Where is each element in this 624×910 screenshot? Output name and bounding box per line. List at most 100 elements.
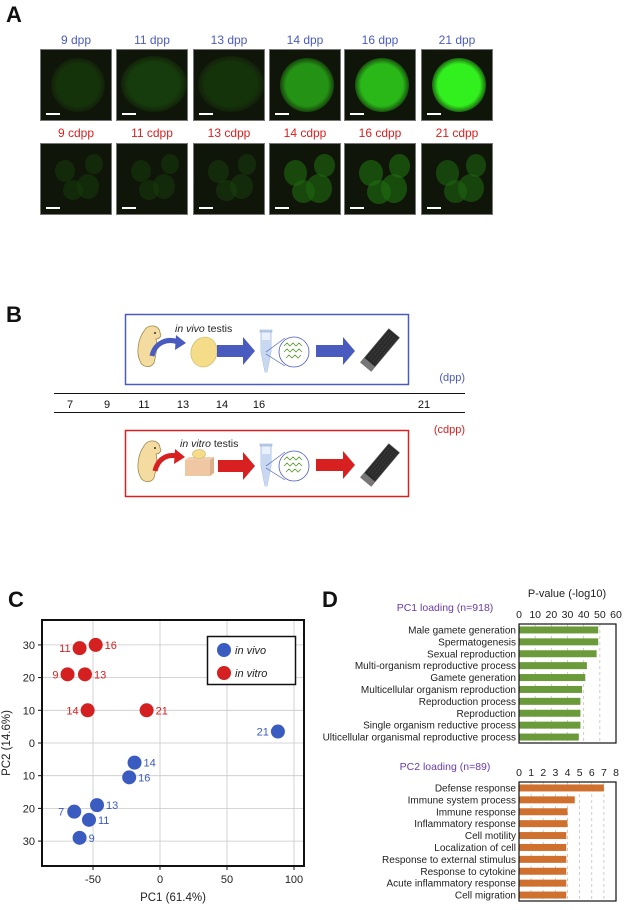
category-label: Multicellular organism reproduction	[361, 685, 516, 696]
point-label: 7	[58, 807, 64, 819]
x-tick-label: 50	[594, 609, 606, 621]
scale-bar	[275, 113, 289, 115]
micrograph-label: 14 cdpp	[283, 126, 327, 140]
in-vivo-point	[127, 755, 142, 770]
testis-fragment	[284, 160, 308, 186]
bar	[519, 855, 567, 863]
point-label: 9	[89, 833, 95, 845]
legend-label: in vivo	[235, 645, 266, 657]
x-axis-label: PC1 (61.4%)	[140, 892, 206, 904]
plot-frame	[41, 619, 305, 867]
testis-fragment	[292, 180, 316, 204]
arrow-icon	[316, 451, 355, 479]
testis-fragment	[208, 160, 229, 183]
in-vivo-point	[90, 798, 105, 813]
bar	[519, 784, 604, 792]
in-vivo-point	[67, 804, 82, 819]
in-vivo-point	[270, 724, 285, 739]
micrograph-label: 14 dpp	[286, 33, 324, 47]
fluorescence-micrograph	[344, 143, 416, 215]
micrograph-label: 9 dpp	[60, 33, 92, 47]
bar	[519, 879, 567, 887]
x-tick-label: 0	[157, 874, 163, 886]
culture-block-icon	[185, 449, 214, 476]
scale-bar	[199, 207, 213, 209]
testis-fragment	[436, 160, 460, 186]
rna-magnify-icon	[278, 450, 310, 482]
category-label: Defense response	[435, 783, 517, 794]
bar	[519, 808, 568, 816]
y-tick-label: 30	[23, 836, 35, 848]
bar	[519, 674, 586, 682]
in-vitro-point	[139, 703, 154, 718]
bar	[519, 832, 567, 840]
in-vitro-point	[72, 641, 87, 656]
testis-fragment	[77, 174, 100, 199]
curved-arrow-icon	[149, 338, 179, 357]
bar	[519, 843, 567, 851]
scale-bar	[122, 113, 136, 115]
bar	[519, 650, 597, 658]
chart-frame	[518, 623, 617, 744]
timeline-day-label: 13	[177, 399, 189, 411]
in-vivo-point	[81, 812, 96, 827]
dpp-unit-label: (dpp)	[439, 372, 465, 384]
testis-icon	[190, 336, 218, 368]
in-vitro-testis-label: in vitro testis	[180, 438, 238, 450]
category-label: Inflammatory response	[414, 819, 516, 830]
x-tick-label: 30	[562, 609, 574, 621]
arrow-icon	[217, 337, 255, 365]
testis-fragment	[55, 160, 76, 183]
testis-fragment	[153, 174, 176, 199]
bar	[519, 685, 583, 693]
panel-a-label: A	[6, 2, 22, 27]
in-vivo-point	[122, 770, 137, 785]
arrow-icon	[316, 337, 355, 365]
in-vitro-point	[60, 667, 75, 682]
x-tick-label: 6	[589, 767, 595, 779]
in-vitro-point	[88, 637, 103, 652]
bar	[519, 662, 587, 670]
y-tick-label: 0	[29, 738, 35, 750]
testis-fragment	[216, 180, 237, 201]
go-enrichment-bar-charts: P-value (-log10)PC1 loading (n=918)PC2 l…	[323, 588, 622, 902]
micrograph-label: 11 cdpp	[131, 126, 173, 140]
testis-fragment	[359, 160, 383, 187]
fluorescence-micrograph	[116, 49, 188, 121]
testis-tissue	[51, 58, 105, 112]
point-label: 11	[98, 815, 109, 827]
bar	[519, 721, 581, 729]
testis-tissue	[355, 58, 409, 112]
category-label: Ulticellular organismal reproductive pro…	[323, 733, 516, 744]
category-label: Reproduction	[457, 709, 516, 720]
testis-tissue	[198, 56, 264, 112]
y-tick-label: 10	[23, 705, 35, 717]
scale-bar	[427, 113, 441, 115]
x-tick-label: 20	[545, 609, 557, 621]
timeline-day-label: 16	[253, 399, 265, 411]
micrograph-label: 21 cdpp	[435, 126, 479, 140]
category-label: Multi-organism reproductive process	[355, 661, 516, 672]
micrograph-label: 21 dpp	[438, 33, 476, 47]
y-tick-label: 20	[23, 673, 35, 685]
axis-title: P-value (-log10)	[528, 588, 606, 600]
x-tick-label: 0	[516, 609, 522, 621]
category-label: Response to external stimulus	[382, 855, 516, 866]
point-label: 13	[94, 669, 106, 681]
bar	[519, 796, 575, 804]
fluorescence-micrograph	[116, 143, 188, 215]
tube-icon	[259, 443, 273, 487]
microarray-chip-icon	[360, 328, 400, 372]
bar	[519, 638, 599, 646]
category-label: Gamete generation	[430, 673, 516, 684]
testis-fragment	[63, 180, 84, 201]
category-label: Response to cytokine	[420, 867, 516, 878]
testis-fragment	[238, 154, 257, 175]
x-tick-label: 3	[552, 767, 558, 779]
category-label: Localization of cell	[434, 843, 516, 854]
testis-fragment	[230, 174, 253, 200]
in-vivo-box	[124, 313, 410, 386]
tube-icon	[259, 329, 273, 373]
bar	[519, 891, 567, 899]
